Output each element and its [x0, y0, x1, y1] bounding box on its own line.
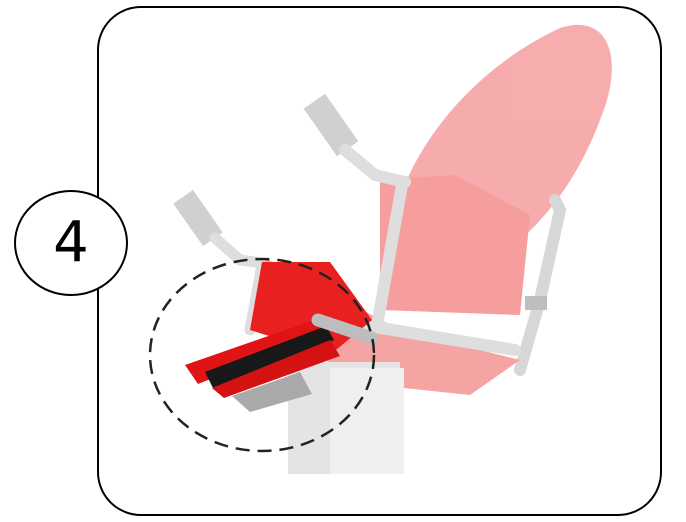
left-arm-tube [209, 232, 261, 268]
right-handle [303, 93, 359, 157]
left-handle [173, 189, 223, 247]
highlight-ring [148, 257, 376, 453]
step-number: 4 [53, 210, 89, 275]
foot-rest-bar-black [205, 326, 334, 390]
back-clamp [525, 296, 547, 310]
chair-faded [173, 24, 612, 474]
back-frame-tube [514, 194, 567, 376]
pedestal-side [330, 368, 404, 474]
foot-rest-bar-lower [212, 340, 340, 398]
foot-rest [185, 262, 379, 412]
right-post [372, 179, 408, 326]
step-badge: 4 [14, 190, 128, 296]
foot-rest-bracket [232, 372, 312, 412]
right-arm-tube [339, 144, 411, 188]
foot-rest-support [311, 313, 379, 345]
seat [380, 175, 530, 315]
